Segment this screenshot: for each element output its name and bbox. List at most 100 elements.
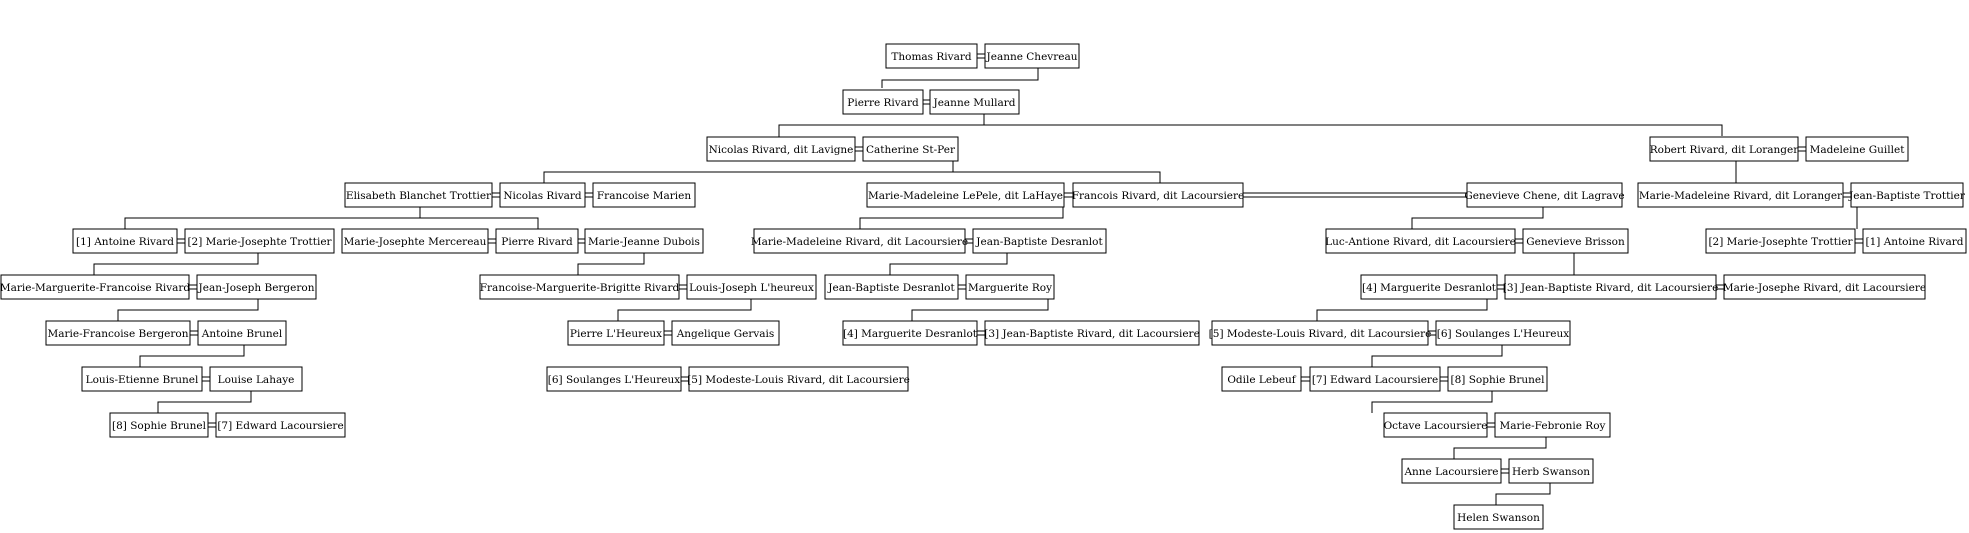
- person-box: Anne Lacoursiere: [1401, 458, 1502, 484]
- person-box: Octave Lacoursiere: [1383, 412, 1488, 438]
- person-box: [3] Jean-Baptiste Rivard, dit Lacoursier…: [1503, 274, 1719, 300]
- person-box: Pierre Rivard: [495, 228, 579, 254]
- svg-text:[2] Marie-Josephte Trottier: [2] Marie-Josephte Trottier: [187, 236, 332, 248]
- marriage-lines: [177, 53, 1863, 474]
- svg-text:Helen Swanson: Helen Swanson: [1457, 512, 1540, 524]
- marriage-line: [679, 284, 687, 290]
- svg-text:Pierre Rivard: Pierre Rivard: [501, 236, 573, 248]
- svg-text:[3] Jean-Baptiste Rivard, dit: [3] Jean-Baptiste Rivard, dit Lacoursier…: [1503, 282, 1719, 294]
- svg-text:Jean-Joseph Bergeron: Jean-Joseph Bergeron: [198, 282, 315, 294]
- person-box: Marie-Marguerite-Francoise Rivard: [0, 274, 190, 300]
- marriage-line: [202, 376, 210, 382]
- svg-text:Marie-Febronie Roy: Marie-Febronie Roy: [1500, 420, 1606, 432]
- descent-line: [139, 345, 245, 367]
- svg-text:Louis-Joseph L'heureux: Louis-Joseph L'heureux: [689, 282, 814, 294]
- person-box: Jean-Baptiste Trottier: [1848, 182, 1966, 208]
- svg-text:Marie-Francoise Bergeron: Marie-Francoise Bergeron: [48, 328, 189, 340]
- person-box: Marie-Josephte Mercereau: [341, 228, 489, 254]
- person-box: Marie-Josephe Rivard, dit Lacoursiere: [1723, 274, 1926, 300]
- marriage-line: [1798, 146, 1806, 152]
- person-box: Jean-Baptiste Desranlot: [972, 228, 1107, 254]
- person-box: [4] Marguerite Desranlot: [842, 320, 978, 346]
- person-box: Marie-Madeleine LePele, dit LaHaye: [866, 182, 1065, 208]
- person-box: Luc-Antione Rivard, dit Lacoursiere: [1325, 228, 1516, 254]
- person-box: Louise Lahaye: [209, 366, 303, 392]
- svg-text:Elisabeth Blanchet Trottier: Elisabeth Blanchet Trottier: [346, 190, 492, 202]
- descent-line: [1371, 391, 1493, 413]
- svg-text:Louise Lahaye: Louise Lahaye: [218, 374, 295, 386]
- person-box: Elisabeth Blanchet Trottier: [344, 182, 493, 208]
- svg-text:[8] Sophie Brunel: [8] Sophie Brunel: [1451, 374, 1546, 386]
- svg-text:Madeleine Guillet: Madeleine Guillet: [1810, 144, 1906, 156]
- svg-text:Jean-Baptiste Desranlot: Jean-Baptiste Desranlot: [975, 236, 1103, 248]
- svg-text:Pierre L'Heureux: Pierre L'Heureux: [570, 328, 662, 340]
- descent-line: [543, 160, 954, 183]
- descent-line: [983, 101, 1723, 136]
- svg-text:Pierre Rivard: Pierre Rivard: [847, 97, 919, 109]
- svg-text:Marie-Madeleine Rivard, dit La: Marie-Madeleine Rivard, dit Lacoursiere: [751, 236, 968, 248]
- marriage-line: [177, 238, 185, 244]
- descent-line: [93, 253, 259, 275]
- svg-text:[2] Marie-Josephte Trottier: [2] Marie-Josephte Trottier: [1708, 236, 1853, 248]
- person-box: Catherine St-Per: [862, 136, 959, 162]
- marriage-line: [208, 422, 216, 428]
- marriage-line: [1501, 468, 1509, 474]
- marriage-line: [492, 192, 500, 198]
- svg-text:Nicolas Rivard, dit Lavigne: Nicolas Rivard, dit Lavigne: [709, 144, 854, 156]
- descent-line: [889, 253, 1008, 275]
- svg-text:Marguerite Roy: Marguerite Roy: [968, 282, 1052, 294]
- person-box: Francoise Marien: [592, 182, 696, 208]
- marriage-line: [1243, 192, 1467, 198]
- person-box: Antoine Brunel: [197, 320, 287, 346]
- person-box: Marie-Febronie Roy: [1494, 412, 1611, 438]
- person-box: [6] Soulanges L'Heureux: [546, 366, 682, 392]
- svg-text:Genevieve Brisson: Genevieve Brisson: [1526, 236, 1625, 248]
- descent-line: [1316, 299, 1488, 321]
- svg-text:[7] Edward Lacoursiere: [7] Edward Lacoursiere: [217, 420, 343, 432]
- svg-text:Thomas Rivard: Thomas Rivard: [891, 51, 972, 63]
- svg-text:[4] Marguerite Desranlot: [4] Marguerite Desranlot: [1362, 282, 1497, 294]
- marriage-line: [965, 238, 973, 244]
- descent-line: [419, 207, 539, 229]
- person-box: Thomas Rivard: [885, 43, 978, 69]
- marriage-line: [1515, 238, 1523, 244]
- marriage-line: [1064, 192, 1073, 198]
- svg-text:Herb Swanson: Herb Swanson: [1512, 466, 1590, 478]
- svg-text:[7] Edward Lacoursiere: [7] Edward Lacoursiere: [1312, 374, 1438, 386]
- marriage-line: [189, 284, 197, 290]
- marriage-line: [1716, 284, 1724, 290]
- person-box: Jean-Joseph Bergeron: [196, 274, 317, 300]
- person-box: Pierre L'Heureux: [567, 320, 665, 346]
- svg-text:Genevieve Chene, dit Lagrave: Genevieve Chene, dit Lagrave: [1464, 190, 1624, 202]
- person-box: Marie-Francoise Bergeron: [45, 320, 191, 346]
- person-box: Marguerite Roy: [965, 274, 1055, 300]
- person-box: Herb Swanson: [1508, 458, 1594, 484]
- marriage-line: [664, 330, 672, 336]
- marriage-line: [585, 192, 593, 198]
- marriage-line: [977, 53, 985, 59]
- person-box: Marie-Jeanne Dubois: [584, 228, 704, 254]
- person-box: [8] Sophie Brunel: [1447, 366, 1548, 392]
- svg-text:Antoine Brunel: Antoine Brunel: [201, 328, 283, 340]
- svg-text:Catherine St-Per: Catherine St-Per: [866, 144, 956, 156]
- descent-line: [881, 65, 1039, 88]
- person-box: [7] Edward Lacoursiere: [215, 412, 346, 438]
- person-box: [4] Marguerite Desranlot: [1360, 274, 1498, 300]
- descent-line: [577, 253, 645, 275]
- svg-text:Jean-Baptiste Desranlot: Jean-Baptiste Desranlot: [827, 282, 955, 294]
- person-box: [5] Modeste-Louis Rivard, dit Lacoursier…: [687, 366, 910, 392]
- svg-text:Francoise-Marguerite-Brigitte: Francoise-Marguerite-Brigitte Rivard: [480, 282, 680, 294]
- person-box: [7] Edward Lacoursiere: [1309, 366, 1441, 392]
- svg-text:Luc-Antione Rivard, dit Lacour: Luc-Antione Rivard, dit Lacoursiere: [1325, 236, 1516, 248]
- person-box: Jeanne Chevreau: [984, 43, 1080, 69]
- svg-text:Angelique Gervais: Angelique Gervais: [676, 328, 775, 340]
- svg-text:Marie-Madeleine Rivard, dit Lo: Marie-Madeleine Rivard, dit Loranger: [1639, 190, 1843, 202]
- person-box: Pierre Rivard: [842, 89, 924, 115]
- svg-text:[8] Sophie Brunel: [8] Sophie Brunel: [112, 420, 207, 432]
- svg-text:Anne Lacoursiere: Anne Lacoursiere: [1403, 466, 1498, 478]
- person-box: Genevieve Chene, dit Lagrave: [1464, 182, 1625, 208]
- svg-text:[6] Soulanges L'Heureux: [6] Soulanges L'Heureux: [1437, 328, 1570, 340]
- person-box: Marie-Madeleine Rivard, dit Loranger: [1637, 182, 1844, 208]
- marriage-line: [1487, 422, 1495, 428]
- svg-text:[5] Modeste-Louis Rivard, dit: [5] Modeste-Louis Rivard, dit Lacoursier…: [1209, 328, 1432, 340]
